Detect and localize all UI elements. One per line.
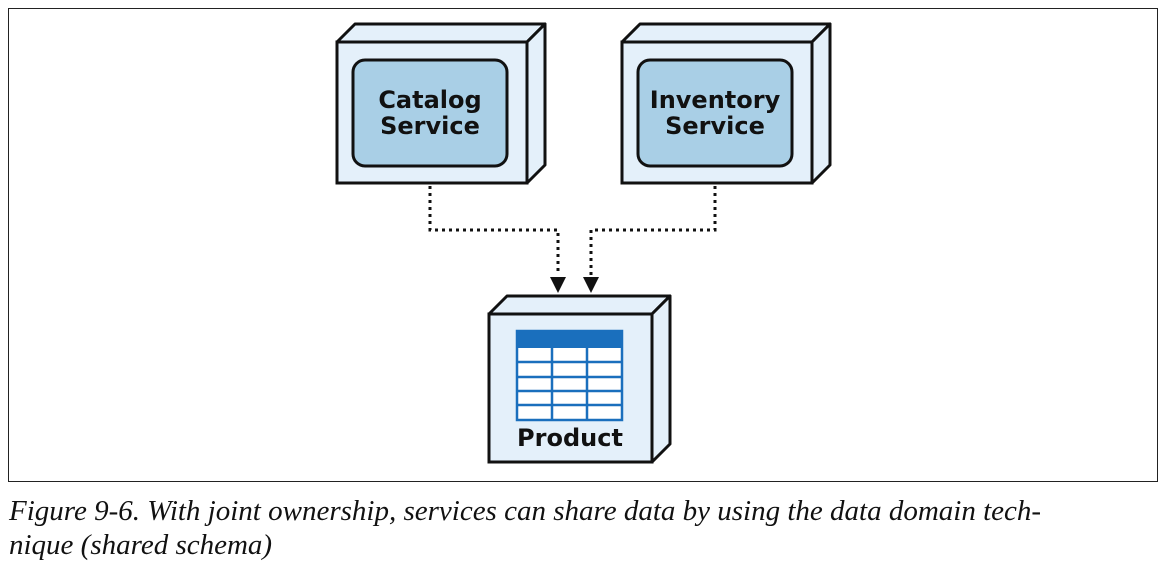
catalog-service-label-line2: Service xyxy=(380,112,480,140)
figure-caption-line1: Figure 9-6. With joint ownership, servic… xyxy=(9,495,1042,527)
catalog-service-panel xyxy=(351,58,509,168)
edge-catalog-to-product xyxy=(428,186,566,293)
figure-caption-line2: nique (shared schema) xyxy=(9,529,273,561)
catalog-service-node: Catalog Service xyxy=(335,22,547,185)
product-label: Product xyxy=(517,424,623,452)
inventory-service-node: Inventory Service xyxy=(620,22,832,185)
inventory-service-label-line2: Service xyxy=(665,112,765,140)
edge-inventory-to-product xyxy=(583,186,717,293)
database-table-icon xyxy=(515,329,624,422)
arrowhead-catalog xyxy=(550,277,566,293)
catalog-service-label-line1: Catalog xyxy=(378,86,481,114)
diagram: Catalog Service Inventory Service xyxy=(335,22,832,464)
product-node: Product xyxy=(487,294,672,464)
arrowhead-inventory xyxy=(583,277,599,293)
figure-caption: Figure 9-6. With joint ownership, servic… xyxy=(9,494,1159,562)
inventory-service-panel xyxy=(636,58,794,168)
inventory-service-label-line1: Inventory xyxy=(650,86,781,114)
